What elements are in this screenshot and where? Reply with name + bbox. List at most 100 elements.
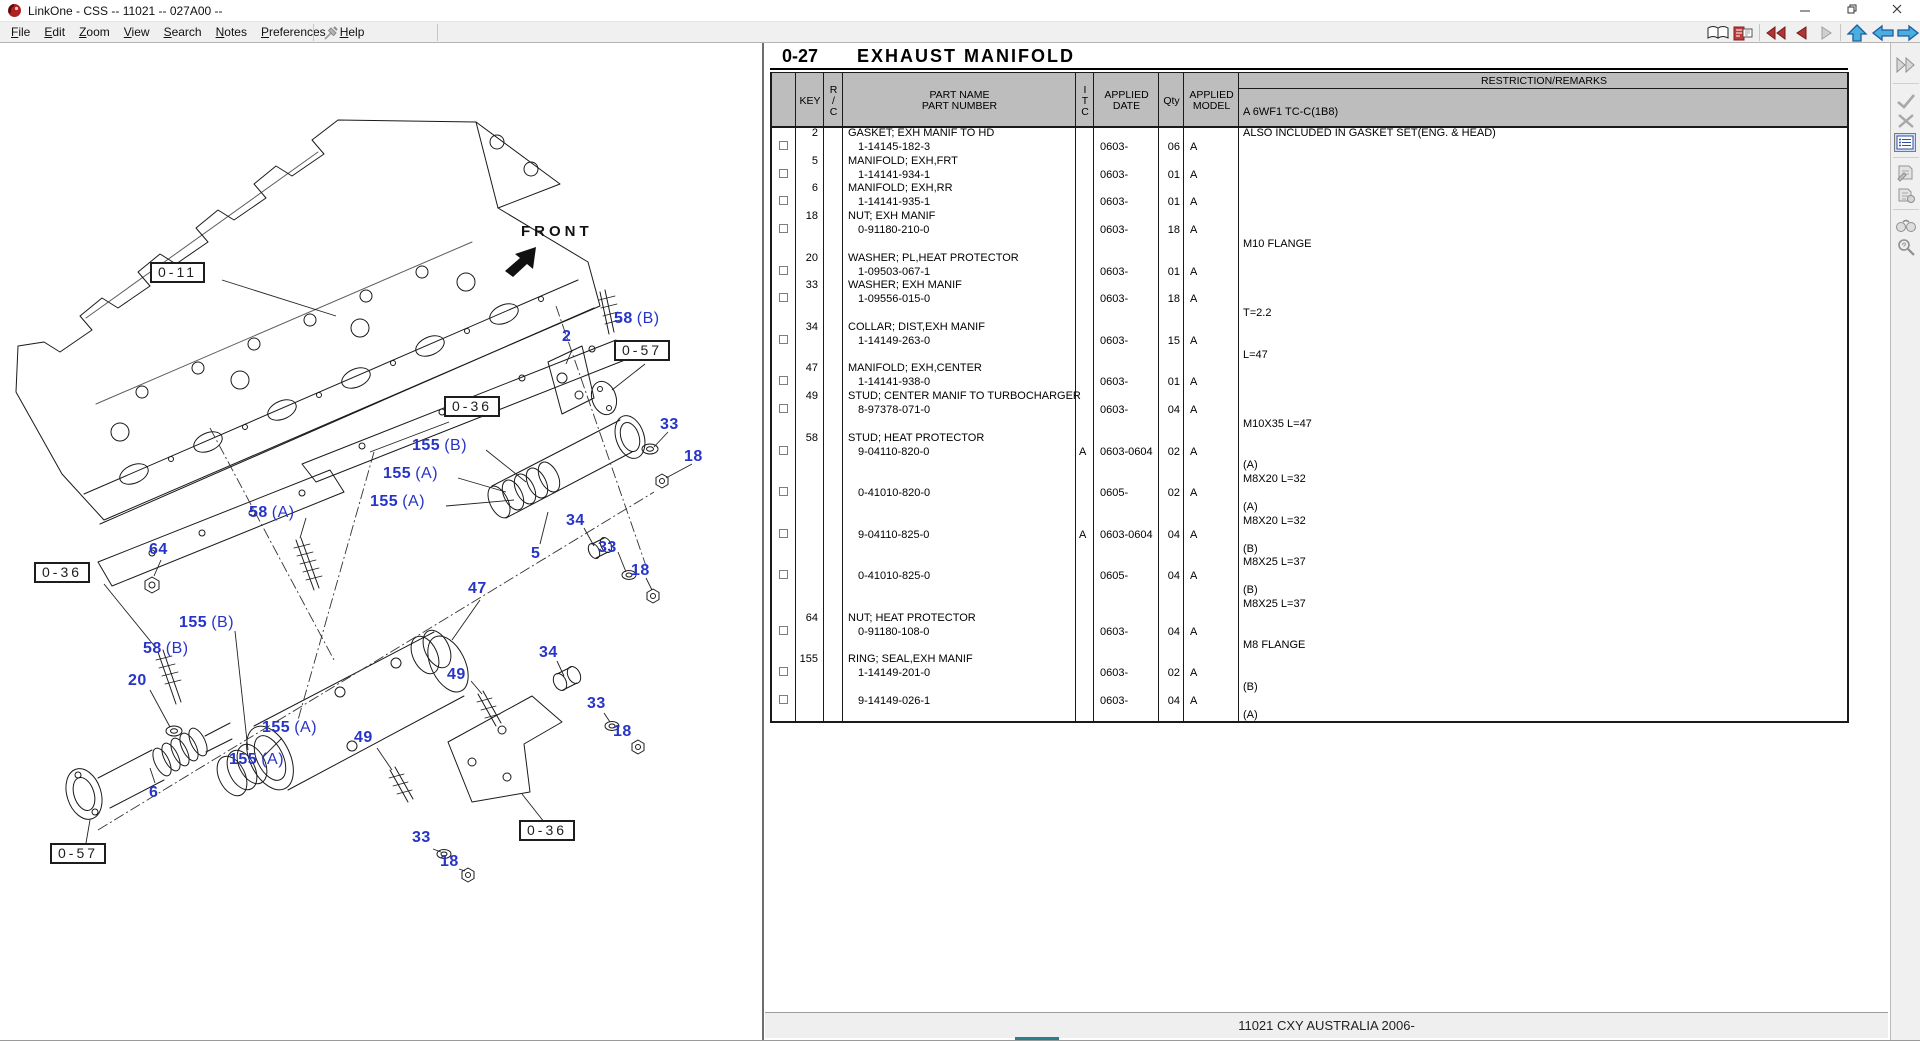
callout-155[interactable]: 155(B)	[412, 437, 468, 454]
callout-18[interactable]: 18	[631, 562, 650, 579]
accept-icon[interactable]	[1894, 91, 1918, 111]
page-previous-icon[interactable]	[1871, 24, 1895, 42]
callout-47[interactable]: 47	[468, 580, 487, 597]
cancel-icon[interactable]	[1894, 111, 1918, 131]
maximize-button[interactable]	[1828, 0, 1874, 22]
ref-box-0-57[interactable]: 0-57	[50, 843, 107, 864]
callout-34[interactable]: 34	[539, 644, 558, 661]
note-add-icon[interactable]	[1894, 163, 1918, 183]
callout-2[interactable]: 2	[562, 328, 572, 345]
callout-33[interactable]: 33	[412, 829, 431, 846]
callout-155[interactable]: 155(A)	[229, 751, 285, 768]
find-binoculars-icon[interactable]	[1894, 215, 1918, 235]
row-checkbox[interactable]	[779, 625, 788, 635]
ref-box-0-36[interactable]: 0-36	[444, 396, 501, 417]
callout-58[interactable]: 58(B)	[614, 310, 660, 327]
table-row[interactable]: M8X25 L=37	[770, 556, 1848, 570]
row-checkbox[interactable]	[779, 487, 788, 497]
callout-18[interactable]: 18	[613, 723, 632, 740]
callout-18[interactable]: 18	[684, 448, 703, 465]
callout-5[interactable]: 5	[531, 545, 541, 562]
row-checkbox[interactable]	[779, 265, 788, 275]
callout-33[interactable]: 33	[587, 695, 606, 712]
page-up-icon[interactable]	[1845, 24, 1869, 42]
ref-box-0-11[interactable]: 0-11	[150, 262, 205, 283]
menu-help[interactable]: Help	[339, 25, 365, 39]
callout-49[interactable]: 49	[354, 729, 373, 746]
row-checkbox[interactable]	[779, 445, 788, 455]
history-back-icon[interactable]	[1790, 24, 1814, 42]
table-row[interactable]: (A)	[770, 501, 1848, 515]
row-checkbox[interactable]	[779, 528, 788, 538]
menu-edit[interactable]: Edit	[44, 25, 66, 39]
pin-icon[interactable]	[321, 24, 345, 42]
history-back-fast-icon[interactable]	[1764, 24, 1788, 42]
menu-file[interactable]: File	[11, 25, 31, 39]
callout-155[interactable]: 155(A)	[262, 719, 318, 736]
row-checkbox[interactable]	[779, 376, 788, 386]
table-row[interactable]: M10 FLANGE	[770, 238, 1848, 252]
parts-list-icon[interactable]	[1894, 133, 1916, 152]
row-checkbox[interactable]	[779, 196, 788, 206]
menu-notes[interactable]: Notes	[215, 25, 247, 39]
notes-page-icon[interactable]	[1731, 24, 1755, 42]
callout-155[interactable]: 155(A)	[383, 465, 439, 482]
find-zoom-icon[interactable]	[1894, 237, 1918, 257]
table-row[interactable]: M8X25 L=37	[770, 598, 1848, 612]
table-row[interactable]: L=47	[770, 349, 1848, 363]
minimize-button[interactable]	[1782, 0, 1828, 22]
menu-view[interactable]: View	[123, 25, 150, 39]
row-checkbox[interactable]	[779, 570, 788, 580]
callout-6[interactable]: 6	[149, 784, 159, 801]
callout-49[interactable]: 49	[447, 666, 466, 683]
menu-zoom[interactable]: Zoom	[79, 25, 110, 39]
menu-preferences[interactable]: Preferences	[260, 25, 326, 39]
callout-34[interactable]: 34	[566, 512, 585, 529]
panel-splitter[interactable]	[762, 43, 765, 1041]
callout-20[interactable]: 20	[128, 672, 147, 689]
row-checkbox[interactable]	[779, 223, 788, 233]
close-button[interactable]	[1874, 0, 1920, 22]
ref-box-0-36[interactable]: 0-36	[519, 820, 576, 841]
table-row[interactable]: (A)	[770, 709, 1848, 723]
table-row[interactable]: (B)	[770, 543, 1848, 557]
row-checkbox[interactable]	[779, 667, 788, 677]
table-row[interactable]: M8X20 L=32	[770, 473, 1848, 487]
callout-18[interactable]: 18	[440, 853, 459, 870]
menu-search[interactable]: Search	[163, 25, 202, 39]
callout-33[interactable]: 33	[660, 416, 679, 433]
callout-58[interactable]: 58(B)	[143, 640, 189, 657]
page-next-icon[interactable]	[1896, 24, 1920, 42]
callout-33[interactable]: 33	[598, 539, 617, 556]
row-checkbox[interactable]	[779, 293, 788, 303]
row-checkbox[interactable]	[779, 694, 788, 704]
row-checkbox[interactable]	[779, 334, 788, 344]
table-row[interactable]: M8X20 L=32	[770, 515, 1848, 529]
row-checkbox[interactable]	[779, 404, 788, 413]
